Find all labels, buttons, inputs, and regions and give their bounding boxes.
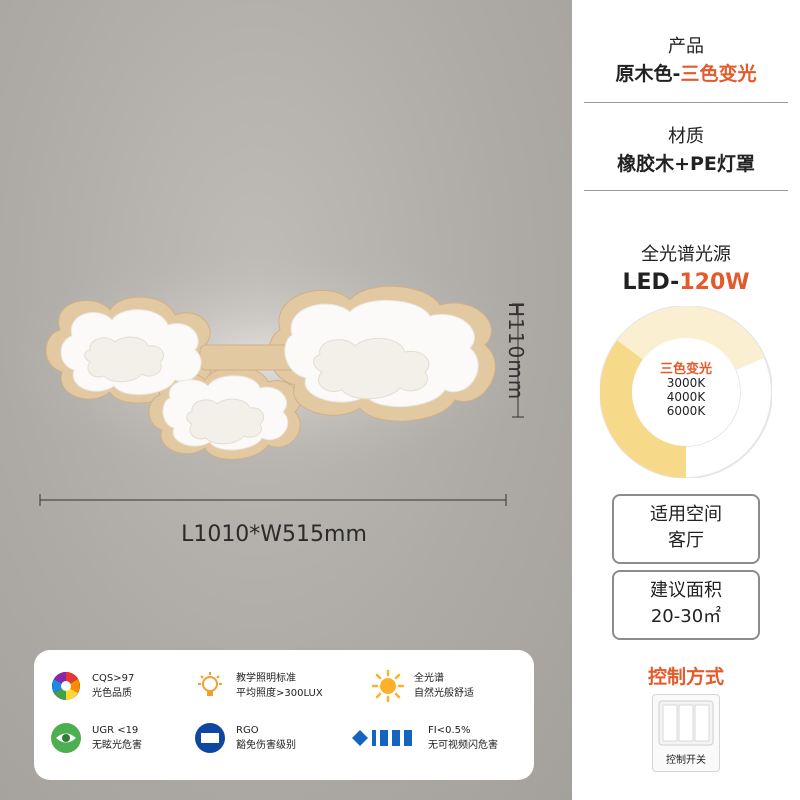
feature-line1: UGR <19 xyxy=(92,725,139,736)
color-temp-ring xyxy=(600,306,772,478)
feature-line1: FI<0.5% xyxy=(428,725,471,736)
eye-icon xyxy=(48,720,84,756)
feature-rgo: RGO 豁免伤害级别 xyxy=(192,720,296,756)
light-source-section: 全光谱光源 LED-120W xyxy=(572,242,800,298)
switch-label: 控制开关 xyxy=(666,755,706,766)
led-prefix: LED- xyxy=(622,270,680,295)
ieee-logo-icon xyxy=(350,720,420,756)
feature-line1: CQS>97 xyxy=(92,673,135,684)
temp-list: 3000K 4000K 6000K xyxy=(572,376,800,418)
feature-line2: 豁免伤害级别 xyxy=(236,740,296,751)
led-power: LED-120W xyxy=(572,268,800,298)
product-photo: H110mm L1010*W515mm CQS>97 光色品质 xyxy=(0,0,572,800)
feature-ugr: UGR <19 无眩光危害 xyxy=(48,720,142,756)
divider xyxy=(584,102,788,103)
height-dimension-label: H110mm xyxy=(504,302,528,401)
product-color: 原木色-三色变光 xyxy=(572,60,800,88)
area-box: 建议面积 20-30㎡ xyxy=(612,570,760,640)
light-source-label: 全光谱光源 xyxy=(641,244,731,265)
temp-3000k: 3000K xyxy=(666,376,706,390)
feature-line2: 平均照度>300LUX xyxy=(236,688,323,699)
ring-title: 三色变光 xyxy=(572,358,800,377)
wall-switch-image: 控制开关 xyxy=(652,694,720,772)
lightbulb-icon xyxy=(192,668,228,704)
ring-title-text: 三色变光 xyxy=(659,362,712,377)
temp-6000k: 6000K xyxy=(666,404,706,418)
switch-icon xyxy=(658,700,714,746)
iec-logo-icon xyxy=(192,720,228,756)
space-value: 客厅 xyxy=(668,530,704,551)
control-title: 控制方式 xyxy=(647,666,724,688)
area-label: 建议面积 xyxy=(650,580,722,601)
divider xyxy=(584,190,788,191)
area-value: 20-30㎡ xyxy=(650,606,722,627)
feature-cqs: CQS>97 光色品质 xyxy=(48,668,134,704)
space-label: 适用空间 xyxy=(650,504,722,525)
feature-full-spectrum: 全光谱 自然光般舒适 xyxy=(370,668,474,704)
material-value: 橡胶木+PE灯罩 xyxy=(617,153,755,175)
feature-line2: 光色品质 xyxy=(92,688,132,699)
product-color-prefix: 原木色- xyxy=(615,63,681,85)
product-section: 产品 原木色-三色变光 xyxy=(572,34,800,88)
temp-4000k: 4000K xyxy=(666,390,706,404)
feature-card: CQS>97 光色品质 教学照明标准 平均照度>300LUX xyxy=(34,650,534,780)
space-box: 适用空间 客厅 xyxy=(612,494,760,564)
ceiling-lamp-illustration xyxy=(0,240,540,506)
feature-line1: 教学照明标准 xyxy=(236,673,296,684)
product-color-suffix: 三色变光 xyxy=(680,63,757,85)
product-label: 产品 xyxy=(668,36,704,57)
feature-line2: 无眩光危害 xyxy=(92,740,142,751)
feature-lighting-standard: 教学照明标准 平均照度>300LUX xyxy=(192,668,323,704)
feature-line2: 无可视频闪危害 xyxy=(428,740,498,751)
sun-icon xyxy=(370,668,406,704)
material-section: 材质 橡胶木+PE灯罩 xyxy=(572,124,800,178)
size-dimension-label: L1010*W515mm xyxy=(181,522,367,547)
led-power-value: 120W xyxy=(679,270,750,295)
feature-line1: 全光谱 xyxy=(414,673,444,684)
feature-flicker: FI<0.5% 无可视频闪危害 xyxy=(350,720,498,756)
feature-line2: 自然光般舒适 xyxy=(414,688,474,699)
feature-line1: RGO xyxy=(236,725,259,736)
spec-panel: 产品 原木色-三色变光 材质 橡胶木+PE灯罩 全光谱光源 LED-120W 三… xyxy=(572,0,800,800)
color-wheel-icon xyxy=(48,668,84,704)
material-label: 材质 xyxy=(668,126,704,147)
